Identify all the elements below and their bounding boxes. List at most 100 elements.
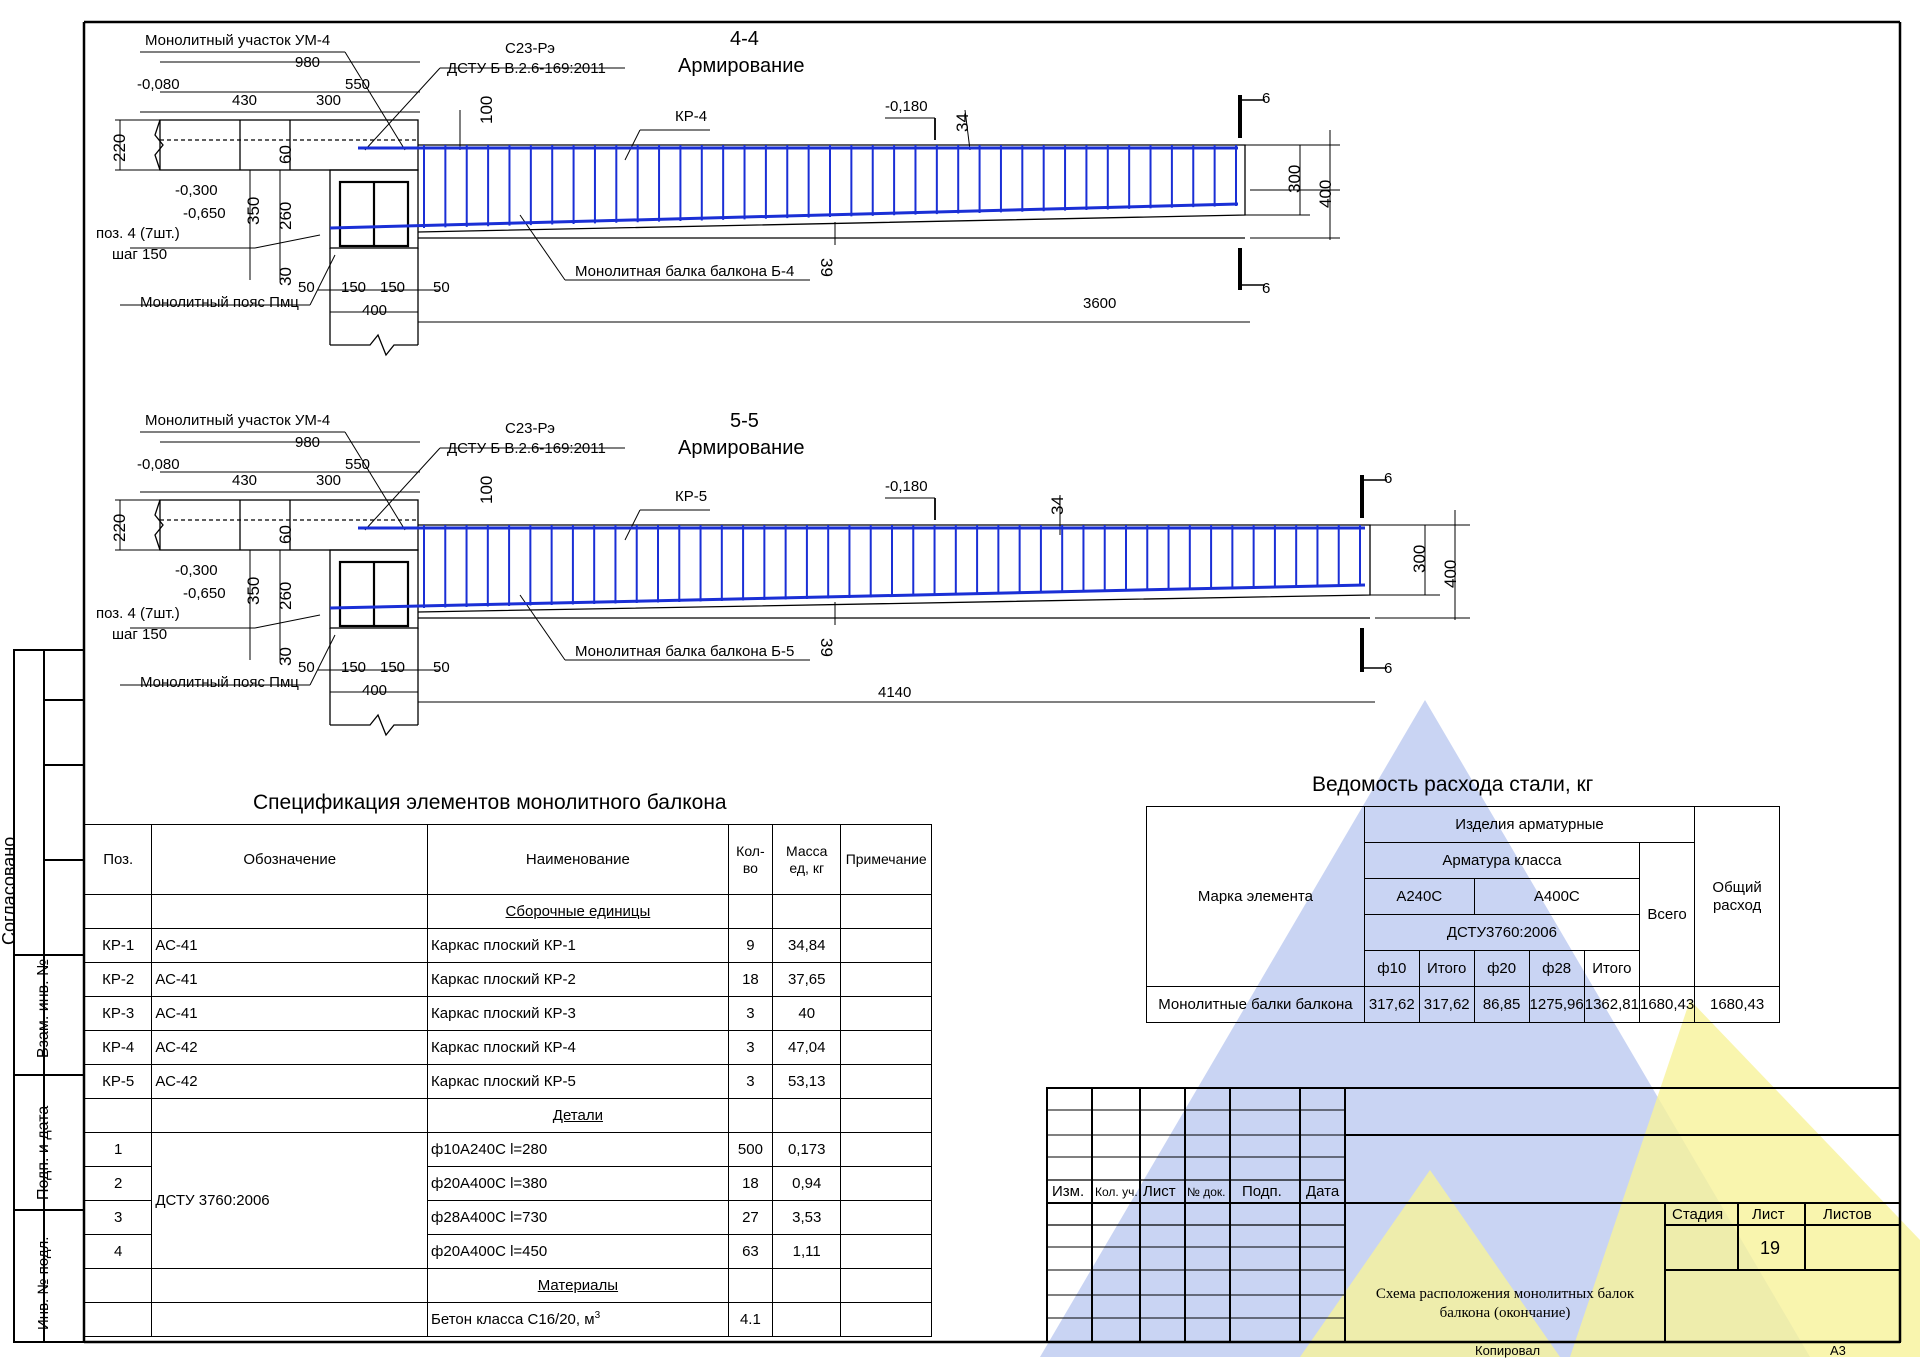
cut-mark-top: 6 [1262, 90, 1271, 107]
dim-150a: 150 [341, 659, 367, 676]
label-rebar-pos: поз. 4 (7шт.) [96, 225, 180, 242]
label-level-b: -0,650 [183, 585, 226, 602]
dim-39: 39 [817, 638, 836, 657]
section-subtitle: Армирование [678, 55, 805, 77]
dim-550: 550 [345, 76, 371, 93]
label-level-b: -0,650 [183, 205, 226, 222]
agreed-label: Согласовано [0, 836, 19, 945]
label-monolith-section: Монолитный участок УМ-4 [145, 32, 331, 49]
table-group-row: Сборочные единицы [83, 894, 932, 929]
dim-34: 34 [953, 113, 972, 132]
stamp-kol: Кол. уч. [1095, 1185, 1138, 1199]
group-label: Материалы [427, 1268, 729, 1303]
label-level-a: -0,300 [175, 182, 218, 199]
section-subtitle: Армирование [678, 437, 805, 459]
label-monolith-section: Монолитный участок УМ-4 [145, 412, 331, 429]
replace-inv-label: Взам. инв. № [35, 958, 52, 1058]
stamp-sheet: Лист [1752, 1206, 1785, 1223]
label-rebar-pos: поз. 4 (7шт.) [96, 605, 180, 622]
cut-mark-bottom: 6 [1384, 660, 1393, 677]
section-title: 5-5 [730, 410, 759, 432]
section-title: 4-4 [730, 28, 759, 50]
dim-150a: 150 [341, 279, 367, 296]
label-slab-mark: С23-Рэ [505, 420, 555, 437]
dim-350: 350 [244, 576, 263, 605]
title-block [1046, 1087, 1901, 1343]
dim-100: 100 [477, 95, 496, 124]
label-level-top: -0,080 [137, 76, 180, 93]
table-header-row: Поз. Обозначение Наименование Кол-во Мас… [83, 824, 932, 895]
dim-300: 300 [316, 92, 342, 109]
label-slab-standard: ДСТУ Б В.2.6-169:2011 [447, 60, 606, 77]
copied-label: Копировал [1475, 1343, 1541, 1358]
dim-60: 60 [276, 525, 295, 544]
dim-150b: 150 [380, 659, 406, 676]
col-header: Поз. [83, 824, 153, 895]
dim-60: 60 [276, 145, 295, 164]
label-rebar-step: шаг 150 [112, 246, 168, 263]
section-5-5-geometry [115, 431, 1470, 737]
col-header: Обозначение [151, 824, 429, 895]
format-label: А3 [1830, 1343, 1846, 1358]
dim-400: 400 [362, 302, 388, 319]
label-frame-mark: КР-5 [675, 488, 708, 505]
dim-220: 220 [110, 133, 129, 162]
label-frame-mark: КР-4 [675, 108, 708, 125]
group-label: Сборочные единицы [427, 894, 729, 929]
dim-400: 400 [362, 682, 388, 699]
stamp-data: Дата [1306, 1183, 1340, 1200]
col-header: Наименование [427, 824, 729, 895]
label-beam: Монолитная балка балкона Б-5 [575, 643, 795, 660]
dim-300-right: 300 [1410, 544, 1429, 573]
label-level-mid: -0,180 [885, 478, 928, 495]
dim-30: 30 [276, 267, 295, 286]
spec-title: Спецификация элементов монолитного балко… [253, 791, 727, 814]
dim-220: 220 [110, 513, 129, 542]
dim-300-right: 300 [1285, 164, 1304, 193]
label-beam: Монолитная балка балкона Б-4 [575, 263, 795, 280]
dim-50b: 50 [433, 659, 450, 676]
dim-100: 100 [477, 475, 496, 504]
dim-400-right: 400 [1441, 559, 1460, 588]
col-header: Кол-во [727, 824, 774, 895]
dim-50b: 50 [433, 279, 450, 296]
cut-mark-top: 6 [1384, 470, 1393, 487]
details-designation: ДСТУ 3760:2006 [151, 1132, 429, 1269]
dim-50a: 50 [298, 659, 315, 676]
label-slab-mark: С23-Рэ [505, 40, 555, 57]
label-rebar-step: шаг 150 [112, 626, 168, 643]
sign-date-label: Подп. и дата [35, 1105, 52, 1200]
dim-400-right: 400 [1316, 179, 1335, 208]
dim-50a: 50 [298, 279, 315, 296]
dim-30: 30 [276, 647, 295, 666]
dim-150b: 150 [380, 279, 406, 296]
dim-length: 4140 [878, 684, 912, 701]
dim-430: 430 [232, 472, 258, 489]
table-group-row: Материалы [83, 1268, 932, 1303]
orig-inv-label: Инв. № подл. [35, 1236, 52, 1330]
dim-34: 34 [1048, 496, 1067, 515]
spec-table: Поз. Обозначение Наименование Кол-во Мас… [83, 824, 932, 1337]
col-header: Примечание [840, 824, 932, 895]
label-level-top: -0,080 [137, 456, 180, 473]
dim-length: 3600 [1083, 295, 1117, 312]
dim-980: 980 [295, 54, 321, 71]
dim-350: 350 [244, 196, 263, 225]
dim-39: 39 [817, 258, 836, 277]
label-level-mid: -0,180 [885, 98, 928, 115]
stamp-list: Лист [1143, 1183, 1176, 1200]
dim-430: 430 [232, 92, 258, 109]
drawing-title: Схема расположения монолитных балок балк… [1375, 1286, 1635, 1321]
dim-980: 980 [295, 434, 321, 451]
label-belt: Монолитный пояс Пмц [140, 674, 299, 691]
